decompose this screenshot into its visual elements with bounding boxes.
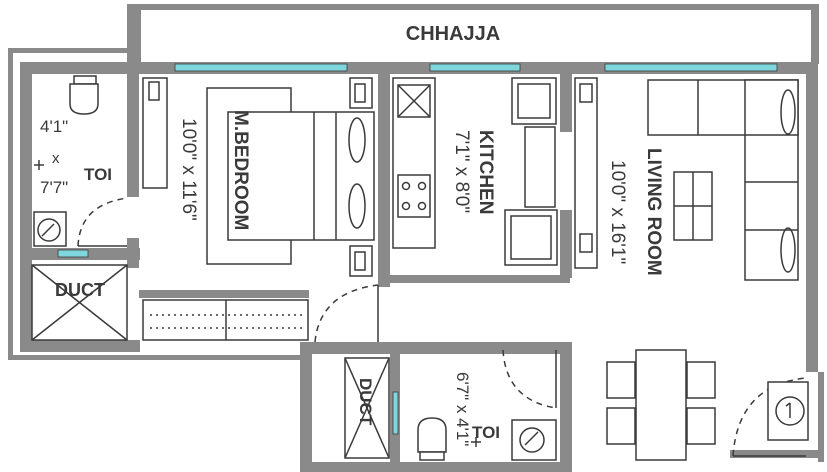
fridge-icon	[511, 77, 557, 125]
sink-icon	[397, 84, 431, 118]
toilet-left-width: 4'1"	[40, 117, 68, 136]
window-bedroom	[174, 63, 348, 72]
window-kitchen	[429, 63, 521, 72]
windows	[57, 63, 778, 435]
toilet-left-height: 7'7"	[40, 178, 68, 197]
duct-bottom: DUCT	[344, 357, 390, 459]
living-room: 10'0" x 16'1" LIVING ROOM	[574, 77, 809, 461]
nightstands	[349, 77, 373, 277]
gas-stove-icon	[397, 174, 431, 218]
kitchen-counter-right	[524, 126, 556, 208]
wc-icon	[69, 75, 99, 115]
bedroom-label: M.BEDROOM	[230, 110, 251, 230]
toilet-bottom-label: TOI	[472, 423, 500, 442]
window-duct	[392, 391, 399, 435]
toilet-left-label: TOI	[84, 165, 112, 184]
duct-left: DUCT	[31, 264, 128, 341]
wc-icon	[417, 417, 447, 461]
washbasin-icon	[511, 419, 557, 461]
balcony-label: CHHAJJA	[406, 23, 500, 45]
toilet-left: 4'1" x 7'7" TOI	[33, 75, 129, 247]
kitchen: KITCHEN 7'1" x 8'0"	[392, 77, 558, 266]
side-table-icon	[148, 81, 160, 101]
bedroom: 10'0" x 11'6" M.BEDROOM	[142, 77, 379, 343]
bed-icon	[206, 87, 375, 265]
dining-table-icon	[606, 349, 716, 461]
entrance-door-icon	[732, 377, 809, 457]
toilet-bottom: 6'7" x 4'1" TOI	[417, 349, 557, 461]
washbasin-icon	[33, 211, 67, 247]
floor-drain-icon	[471, 437, 481, 447]
wardrobe-left	[142, 77, 168, 189]
duct-bottom-label: DUCT	[356, 378, 375, 426]
door-swing-icon	[314, 284, 379, 343]
floor-drain-icon	[34, 160, 44, 170]
living-dims: 10'0" x 16'1"	[607, 160, 628, 264]
window-living	[604, 63, 778, 72]
toilet-bottom-dims: 6'7" x 4'1"	[453, 372, 472, 446]
kitchen-dims: 7'1" x 8'0"	[451, 130, 472, 213]
bedroom-dims: 10'0" x 11'6"	[178, 118, 199, 221]
duct-left-label: DUCT	[55, 280, 105, 300]
sofa-icon	[647, 79, 799, 281]
toilet-left-times: x	[52, 150, 60, 167]
wardrobe-icon	[142, 299, 309, 341]
living-label: LIVING ROOM	[643, 148, 664, 276]
door-swing-icon	[502, 349, 557, 409]
window-toilet	[57, 249, 89, 258]
tv-unit-icon	[574, 77, 598, 269]
coffee-table-icon	[673, 171, 713, 241]
kitchen-label: KITCHEN	[475, 130, 496, 214]
washing-area-icon	[504, 209, 558, 266]
door-swing-icon	[77, 197, 129, 247]
